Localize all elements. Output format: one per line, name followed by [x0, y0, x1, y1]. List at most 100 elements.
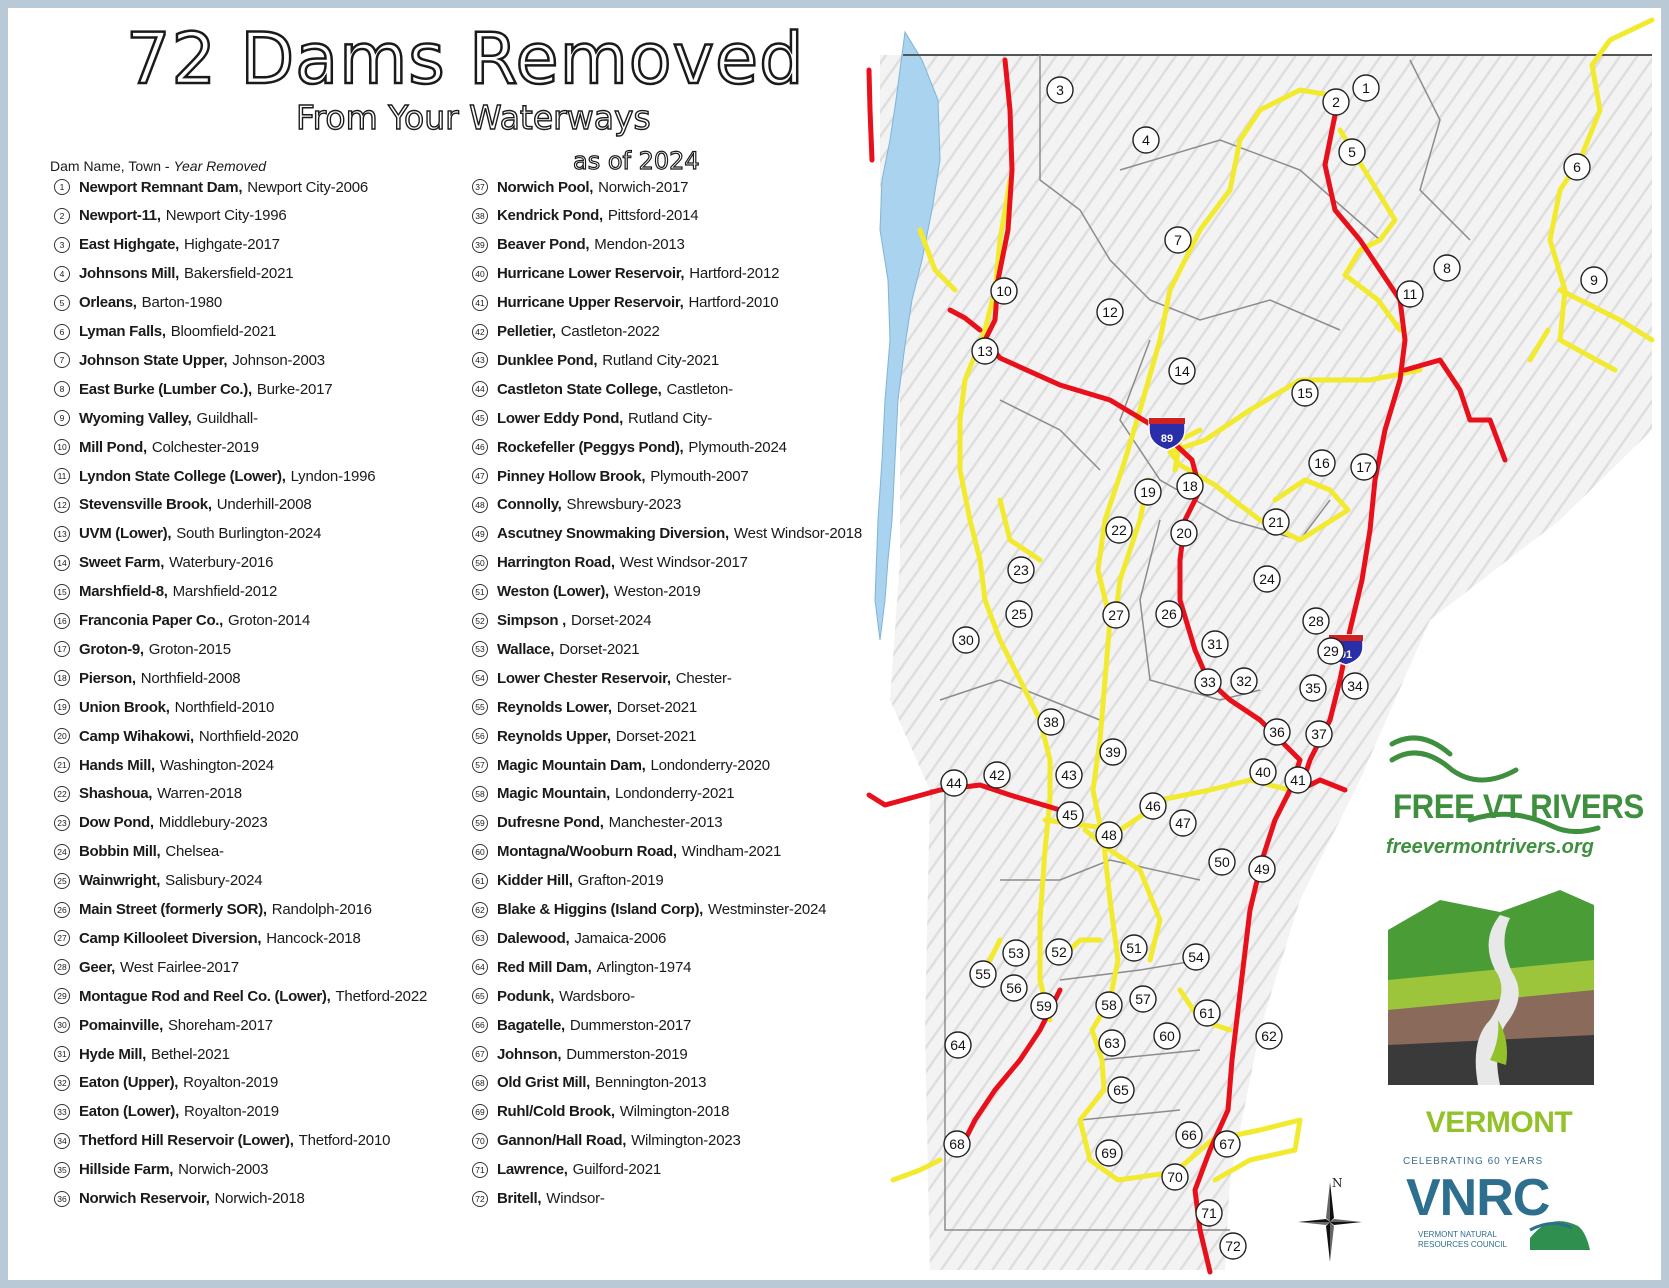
dam-map-marker[interactable]: 50 — [1208, 848, 1236, 876]
dam-number-badge: 37 — [472, 179, 488, 195]
dam-map-marker[interactable]: 26 — [1155, 600, 1183, 628]
dam-map-marker[interactable]: 71 — [1195, 1199, 1223, 1227]
dam-map-marker[interactable]: 57 — [1129, 985, 1157, 1013]
dam-map-marker[interactable]: 31 — [1201, 630, 1229, 658]
dam-map-marker[interactable]: 53 — [1002, 939, 1030, 967]
dam-map-marker[interactable]: 6 — [1563, 153, 1591, 181]
dam-map-marker[interactable]: 47 — [1169, 809, 1197, 837]
dam-map-marker[interactable]: 69 — [1095, 1139, 1123, 1167]
vnrc-anniversary: CELEBRATING 60 YEARS — [1403, 1156, 1544, 1167]
dam-map-marker[interactable]: 14 — [1168, 357, 1196, 385]
dam-year: - — [630, 987, 635, 1005]
dam-map-marker[interactable]: 67 — [1213, 1130, 1241, 1158]
dam-map-marker[interactable]: 19 — [1134, 478, 1162, 506]
dam-map-marker[interactable]: 21 — [1262, 508, 1290, 536]
dam-name: Hyde Mill, — [79, 1045, 147, 1063]
dam-map-marker[interactable]: 45 — [1056, 801, 1084, 829]
dam-name: Wainwright, — [79, 872, 161, 890]
dam-map-marker[interactable]: 29 — [1317, 637, 1345, 665]
dam-marker-label: 50 — [1214, 854, 1230, 870]
dam-marker-circle — [990, 277, 1018, 305]
dam-map-marker[interactable]: 16 — [1308, 449, 1336, 477]
dam-marker-circle — [1249, 758, 1277, 786]
dam-map-marker[interactable]: 70 — [1161, 1163, 1189, 1191]
dam-map-marker[interactable]: 12 — [1096, 298, 1124, 326]
dam-marker-circle — [983, 761, 1011, 789]
dam-map-marker[interactable]: 39 — [1099, 738, 1127, 766]
dam-map-marker[interactable]: 7 — [1164, 226, 1192, 254]
dam-map-marker[interactable]: 65 — [1107, 1076, 1135, 1104]
dam-map-marker[interactable]: 60 — [1153, 1022, 1181, 1050]
dam-map-marker[interactable]: 25 — [1005, 600, 1033, 628]
dam-map-marker[interactable]: 51 — [1120, 934, 1148, 962]
dam-marker-circle — [1263, 718, 1291, 746]
dam-map-marker[interactable]: 61 — [1193, 999, 1221, 1027]
dam-town: Newport City — [247, 178, 331, 196]
dam-map-marker[interactable]: 56 — [1000, 974, 1028, 1002]
dam-map-marker[interactable]: 17 — [1350, 453, 1378, 481]
dam-map-marker[interactable]: 3 — [1046, 76, 1074, 104]
dam-map-marker[interactable]: 1 — [1352, 74, 1380, 102]
dam-name: Marshfield-8, — [79, 583, 168, 601]
dam-map-marker[interactable]: 34 — [1341, 672, 1369, 700]
dam-map-marker[interactable]: 63 — [1098, 1029, 1126, 1057]
dam-map-marker[interactable]: 24 — [1253, 565, 1281, 593]
dam-map-marker[interactable]: 72 — [1219, 1232, 1247, 1260]
dam-map-marker[interactable]: 42 — [983, 761, 1011, 789]
dam-map-marker[interactable]: 11 — [1396, 280, 1424, 308]
dam-map-marker[interactable]: 66 — [1175, 1121, 1203, 1149]
dam-map-marker[interactable]: 64 — [944, 1031, 972, 1059]
dam-map-marker[interactable]: 38 — [1037, 708, 1065, 736]
dam-map-marker[interactable]: 4 — [1132, 126, 1160, 154]
dam-map-marker[interactable]: 13 — [971, 337, 999, 365]
dam-number-badge: 13 — [54, 525, 70, 542]
dam-year: - — [253, 409, 258, 427]
dam-town: Dorset — [559, 640, 603, 658]
dam-map-marker[interactable]: 5 — [1338, 138, 1366, 166]
dam-name: Simpson , — [497, 612, 566, 629]
dam-map-marker[interactable]: 46 — [1139, 792, 1167, 820]
dam-map-marker[interactable]: 8 — [1433, 254, 1461, 282]
dam-map-marker[interactable]: 37 — [1305, 720, 1333, 748]
dam-map-marker[interactable]: 52 — [1045, 938, 1073, 966]
dam-map-marker[interactable]: 9 — [1580, 266, 1608, 294]
dam-town: Guildhall — [196, 409, 254, 427]
dam-map-marker[interactable]: 54 — [1182, 943, 1210, 971]
dam-map-marker[interactable]: 36 — [1263, 718, 1291, 746]
dam-name: UVM (Lower), — [79, 525, 172, 543]
dam-map-marker[interactable]: 68 — [943, 1130, 971, 1158]
dam-map-marker[interactable]: 20 — [1170, 519, 1198, 547]
dam-map-marker[interactable]: 48 — [1095, 821, 1123, 849]
dam-map-marker[interactable]: 18 — [1176, 472, 1204, 500]
dam-map-marker[interactable]: 41 — [1284, 766, 1312, 794]
dam-map-marker[interactable]: 15 — [1291, 379, 1319, 407]
dam-map-marker[interactable]: 44 — [940, 769, 968, 797]
dam-map-marker[interactable]: 22 — [1105, 516, 1133, 544]
dam-map-marker[interactable]: 23 — [1007, 556, 1035, 584]
dam-map-marker[interactable]: 49 — [1248, 855, 1276, 883]
dam-name: Dow Pond, — [79, 814, 154, 832]
dam-map-marker[interactable]: 10 — [990, 277, 1018, 305]
dam-map-marker[interactable]: 43 — [1055, 761, 1083, 789]
dam-map-marker[interactable]: 2 — [1322, 88, 1350, 116]
dam-marker-label: 38 — [1043, 714, 1059, 730]
dam-map-marker[interactable]: 58 — [1095, 991, 1123, 1019]
dam-map-marker[interactable]: 62 — [1255, 1022, 1283, 1050]
dam-year: -1996 — [338, 467, 376, 485]
dam-map-marker[interactable]: 32 — [1230, 667, 1258, 695]
dam-map-marker[interactable]: 35 — [1299, 674, 1327, 702]
dam-map-marker[interactable]: 59 — [1030, 992, 1058, 1020]
free-vt-rivers-url[interactable]: freevermontrivers.org — [1386, 836, 1594, 858]
dam-marker-circle — [1168, 357, 1196, 385]
dam-map-marker[interactable]: 33 — [1194, 668, 1222, 696]
dam-map-marker[interactable]: 40 — [1249, 758, 1277, 786]
dam-map-marker[interactable]: 55 — [969, 960, 997, 988]
dam-map-marker[interactable]: 30 — [952, 626, 980, 654]
legend-header: Dam Name, Town - Year Removed — [50, 158, 266, 174]
dam-map-marker[interactable]: 28 — [1302, 607, 1330, 635]
dam-map-marker[interactable]: 27 — [1102, 601, 1130, 629]
